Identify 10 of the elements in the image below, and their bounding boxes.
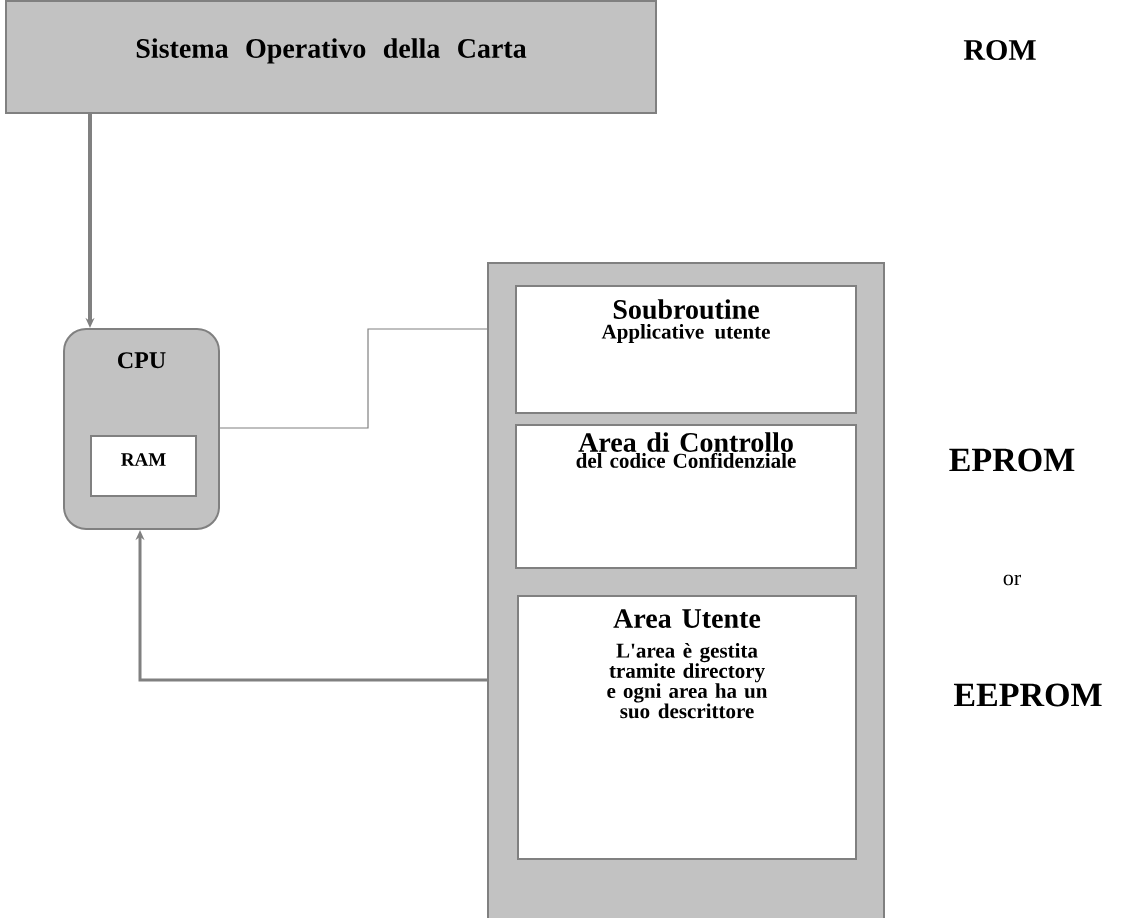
ram-box: RAM [90, 435, 197, 497]
memory-type-label: ROM [963, 39, 1036, 61]
rom-box: Sistema Operativo della Carta [5, 0, 657, 114]
memory-type-label: EPROM [949, 448, 1075, 472]
memory-area-box: Area Utente L'area è gestita tramite directory e ogni area ha un suo descrittore [517, 595, 857, 860]
memory-area-box: Area di Controllo del codice Confidenziale [515, 424, 857, 569]
memory-area-box: Soubroutine Applicative utente [515, 285, 857, 414]
conjunction-label: or [1003, 574, 1021, 586]
connector [219, 328, 488, 429]
memory-type-label: EEPROM [954, 683, 1102, 707]
